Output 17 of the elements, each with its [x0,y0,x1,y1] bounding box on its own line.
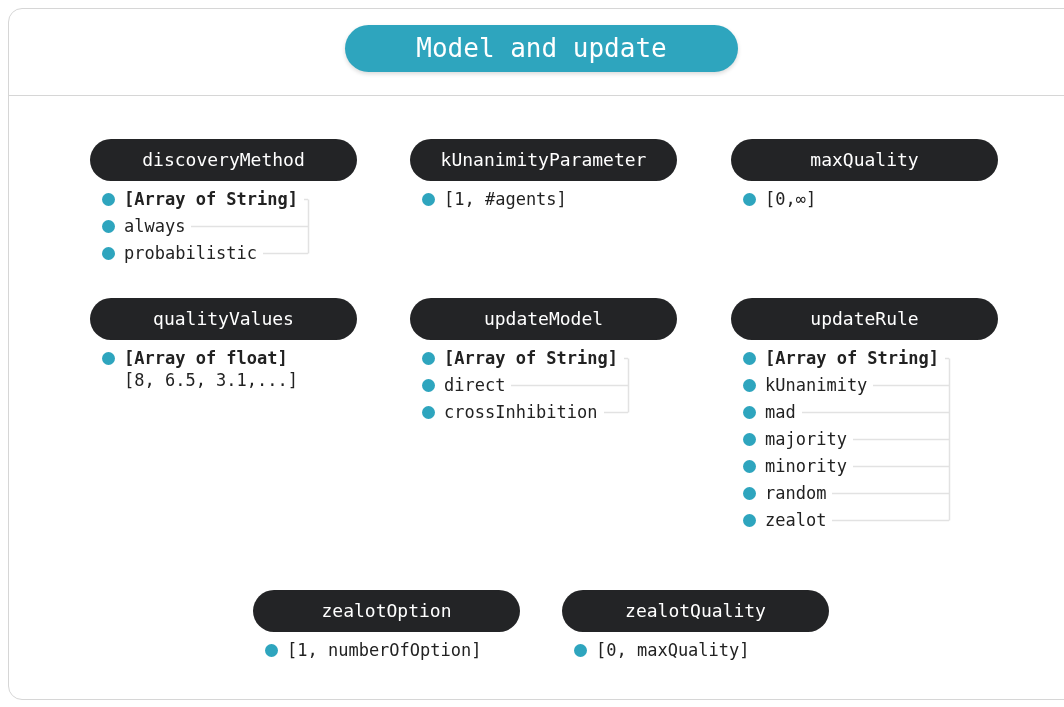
parameter-pill: discoveryMethod [90,139,357,181]
title-pill: Model and update [345,25,738,72]
parameter-pill: updateRule [731,298,998,340]
option-text: [Array of String] [124,188,304,210]
parameter-pill: maxQuality [731,139,998,181]
option-text: always [124,215,192,237]
parameter-pill: zealotQuality [562,590,829,632]
option-text: [Array of String] [765,347,945,369]
option-text: minority [765,455,853,477]
parameter-pill: qualityValues [90,298,357,340]
option-text: probabilistic [124,242,264,264]
parameter-pill: kUnanimityParameter [410,139,677,181]
option-text: majority [765,428,853,450]
option-text: [Array of String] [444,347,624,369]
option-text: kUnanimity [765,374,874,396]
parameter-pill: updateModel [410,298,677,340]
parameter-pill: zealotOption [253,590,520,632]
